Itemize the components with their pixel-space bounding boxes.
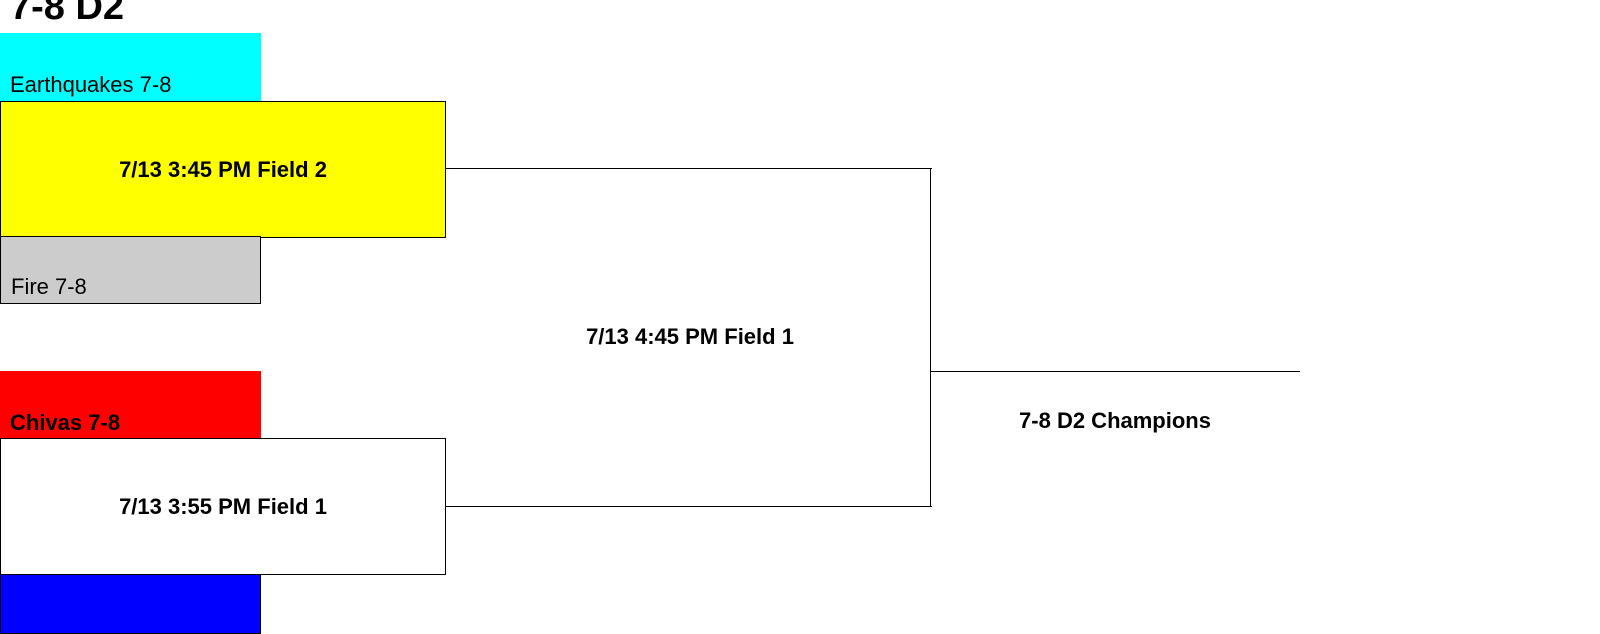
bracket-title: 7-8 D2 (10, 0, 125, 28)
game-box-semifinal-1: 7/13 3:45 PM Field 2 (0, 101, 446, 238)
team-slot-blue (0, 574, 261, 634)
connector-game1-to-final (446, 168, 932, 169)
champion-line (931, 371, 1300, 372)
game-box-semifinal-2: 7/13 3:55 PM Field 1 (0, 438, 446, 575)
champion-label: 7-8 D2 Champions (1019, 408, 1211, 433)
game-schedule: 7/13 3:55 PM Field 1 (119, 493, 327, 519)
team-name: Chivas 7-8 (10, 410, 121, 435)
team-name: Earthquakes 7-8 (10, 72, 172, 97)
connector-final-vertical (930, 168, 931, 507)
connector-game2-to-final (446, 506, 932, 507)
team-name: Fire 7-8 (11, 274, 87, 299)
team-slot-earthquakes: Earthquakes 7-8 (0, 33, 261, 101)
final-game-label: 7/13 4:45 PM Field 1 (586, 324, 794, 349)
game-schedule: 7/13 3:45 PM Field 2 (119, 156, 327, 182)
team-slot-fire: Fire 7-8 (0, 236, 261, 304)
team-slot-chivas: Chivas 7-8 (0, 371, 261, 439)
